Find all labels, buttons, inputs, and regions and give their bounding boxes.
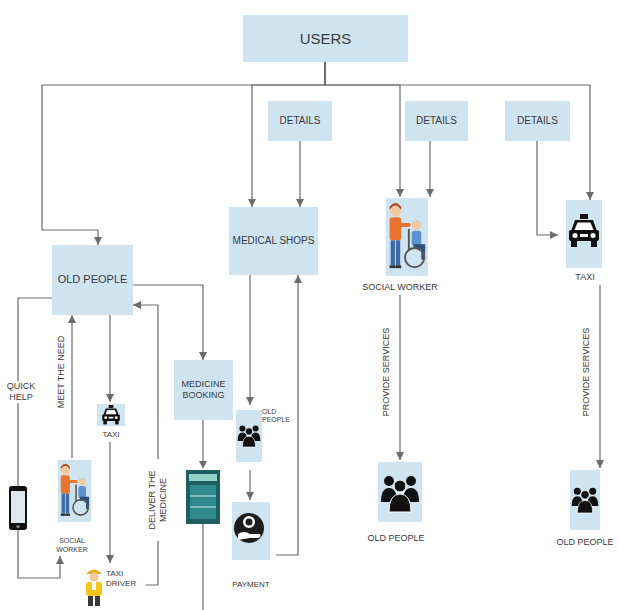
connector: [18, 298, 60, 578]
connector: [299, 141, 300, 207]
process-box: USERS: [243, 15, 408, 62]
people-icon: [570, 470, 600, 530]
phone-icon: [9, 486, 27, 530]
payment-icon: [238, 532, 261, 540]
connector: [249, 275, 250, 405]
icon-node: SOCIAL WORKER: [44, 458, 100, 556]
node-text: SOCIAL WORKER: [56, 537, 88, 554]
process-box: DETAILS: [268, 101, 332, 141]
node-text: USERS: [300, 30, 352, 48]
payment-icon: [234, 513, 264, 543]
node-text: OLD PEOPLE: [367, 533, 424, 544]
people-icon: [238, 425, 261, 447]
payment-icon: [232, 502, 270, 560]
edge-label: MEET THE NEED: [56, 334, 67, 411]
node-text: PAYMENT: [232, 580, 269, 590]
node-text: MEDICAL SHOPS: [233, 235, 315, 247]
taxi-icon: [566, 200, 602, 268]
pharmacy-icon: [202, 420, 203, 461]
edge-label: QUICK HELP: [5, 381, 38, 403]
connector-group: [18, 62, 600, 585]
social-worker-icon: [58, 460, 92, 522]
icon-node: SOCIAL WORKER: [356, 197, 444, 295]
process-box: DETAILS: [405, 101, 468, 141]
icon-node: PAYMENT: [226, 500, 276, 592]
connector: [399, 295, 400, 460]
edge-label: PROVIDE SERVICES: [381, 326, 392, 418]
connector: [325, 62, 400, 197]
people-icon: [570, 470, 600, 530]
social-worker-icon: [386, 198, 428, 276]
phone-icon: [11, 491, 25, 523]
taxi-driver-icon: [86, 570, 102, 607]
node-text: OLD PEOPLE: [262, 408, 290, 425]
icon-node: TAXI DRIVER: [80, 563, 146, 608]
process-box: MEDICAL SHOPS: [229, 207, 319, 275]
edge-label: PROVIDE SERVICES: [581, 326, 592, 418]
connector: [71, 315, 72, 458]
people-icon: [378, 462, 422, 522]
taxi-icon: [97, 404, 125, 426]
taxi-driver-icon: [86, 570, 102, 607]
payment-icon: [232, 502, 270, 560]
connector: [109, 315, 110, 402]
people-icon: [236, 410, 262, 462]
node-text: TAXI DRIVER: [106, 569, 136, 588]
people-icon: [381, 476, 419, 512]
node-text: SOCIAL WORKER: [362, 282, 438, 293]
taxi-icon: [569, 214, 599, 247]
icon-node: OLD PEOPLE: [356, 460, 436, 546]
pharmacy-icon: [190, 485, 216, 519]
connector: [133, 285, 203, 360]
pharmacy-icon: [189, 474, 217, 481]
connector: [109, 442, 110, 563]
connector: [429, 141, 430, 197]
node-text: TAXI: [575, 272, 594, 283]
pharmacy-icon: [190, 496, 216, 497]
connector: [133, 305, 158, 585]
pharmacy-icon: [186, 470, 220, 524]
connector: [325, 62, 590, 200]
process-box: OLD PEOPLE: [52, 245, 133, 315]
connector: [537, 141, 558, 235]
node-text: DETAILS: [416, 115, 457, 127]
social-worker-icon: [58, 460, 92, 522]
node-text: DETAILS: [280, 115, 321, 127]
process-box: MEDICINE BOOKING: [174, 360, 233, 420]
connector: [276, 275, 298, 555]
people-icon: [378, 462, 422, 522]
node-text: MEDICINE BOOKING: [177, 379, 230, 401]
icon-node: TAXI: [93, 402, 129, 442]
pharmacy-icon: [199, 461, 207, 469]
edge-label: DELIVER THE MEDICINE: [147, 459, 169, 541]
people-icon: [236, 410, 262, 462]
taxi-icon: [566, 200, 602, 268]
connector: [249, 470, 250, 500]
icon-node: OLD PEOPLE: [554, 468, 616, 550]
payment-icon: [243, 516, 255, 528]
taxi-icon: [97, 404, 125, 426]
icon-node: OLD PEOPLE: [234, 405, 293, 470]
people-icon: [572, 488, 599, 513]
pharmacy-icon: [202, 524, 203, 610]
phone-icon: [9, 486, 27, 530]
social-worker-icon: [386, 198, 428, 276]
node-text: OLD PEOPLE: [58, 273, 128, 286]
taxi-icon: [102, 405, 120, 424]
node-text: TAXI: [102, 430, 119, 440]
phone-icon: [16, 525, 19, 528]
node-text: OLD PEOPLE: [556, 537, 613, 548]
icon-node: TAXI: [558, 200, 612, 285]
node-text: DETAILS: [517, 115, 558, 127]
connector: [599, 285, 600, 468]
process-box: DETAILS: [505, 101, 570, 141]
payment-icon: [246, 519, 253, 526]
pharmacy-icon: [186, 420, 220, 610]
pharmacy-icon: [190, 507, 216, 508]
